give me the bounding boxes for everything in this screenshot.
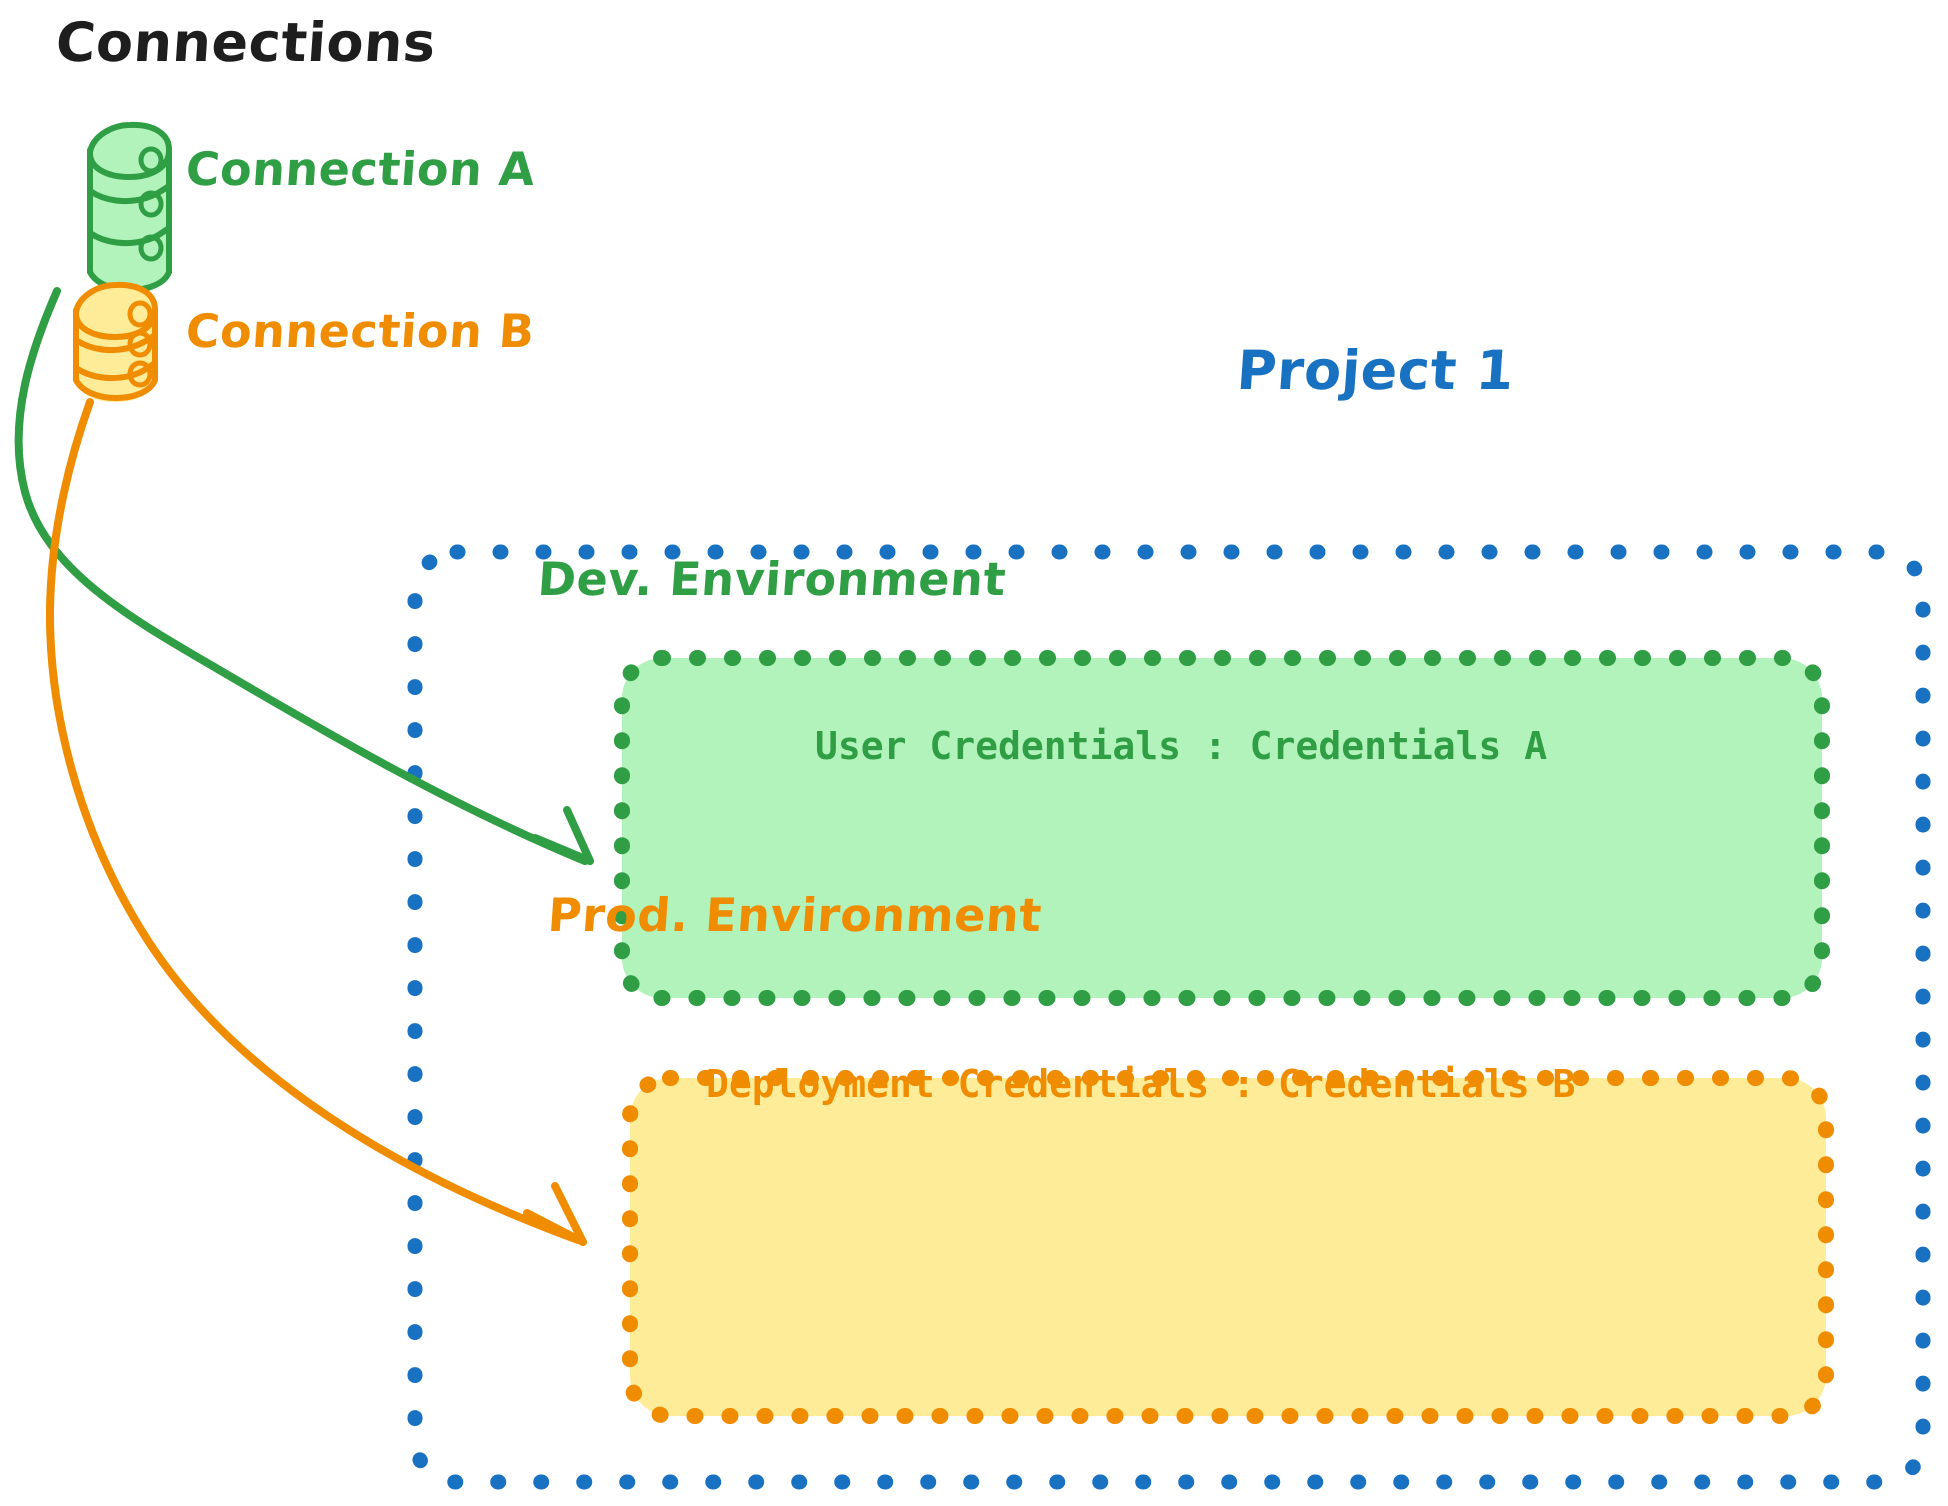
prod-environment-credentials: Deployment Credentials : Credentials B [706,1062,1576,1106]
arrow-line-orange [45,398,582,1244]
database-led-1-b [127,300,153,328]
arrow-connection-a-to-dev [14,287,594,865]
database-icon-connection-a[interactable] [87,121,172,294]
arrow-head-green-lower [531,834,594,865]
database-led-2-a [138,190,164,218]
project-title: Project 1 [1234,339,1517,402]
dev-environment-title: Dev. Environment [536,552,1008,606]
arrow-connection-b-to-prod [45,398,587,1246]
database-body-fill-a [91,126,168,294]
dev-environment-box[interactable] [614,650,1830,1006]
arrow-head-green-upper [563,806,594,865]
prod-environment-fill [630,1078,1826,1416]
dev-environment-fill [622,658,1822,998]
page-title: Connections [53,11,439,74]
database-led-1-a [138,146,164,174]
connection-b-label[interactable]: Connection B [184,304,537,358]
database-led-2-b [127,330,153,358]
arrow-line-green [14,287,589,865]
arrow-head-orange-lower [523,1209,587,1246]
database-led-3-a [138,234,164,262]
dev-environment-dotted-border [614,650,1830,1006]
database-bottom-b [73,377,158,402]
prod-environment-title: Prod. Environment [546,888,1044,942]
connection-a-label[interactable]: Connection A [184,142,537,196]
arrow-head-orange-upper [551,1182,587,1246]
prod-environment-box[interactable] [622,1070,1834,1424]
database-icon-connection-b[interactable] [73,281,158,402]
database-divider-1-a [87,183,172,205]
database-led-3-b [127,360,153,388]
prod-environment-dotted-border [622,1070,1834,1424]
dev-environment-credentials: User Credentials : Credentials A [815,724,1548,768]
